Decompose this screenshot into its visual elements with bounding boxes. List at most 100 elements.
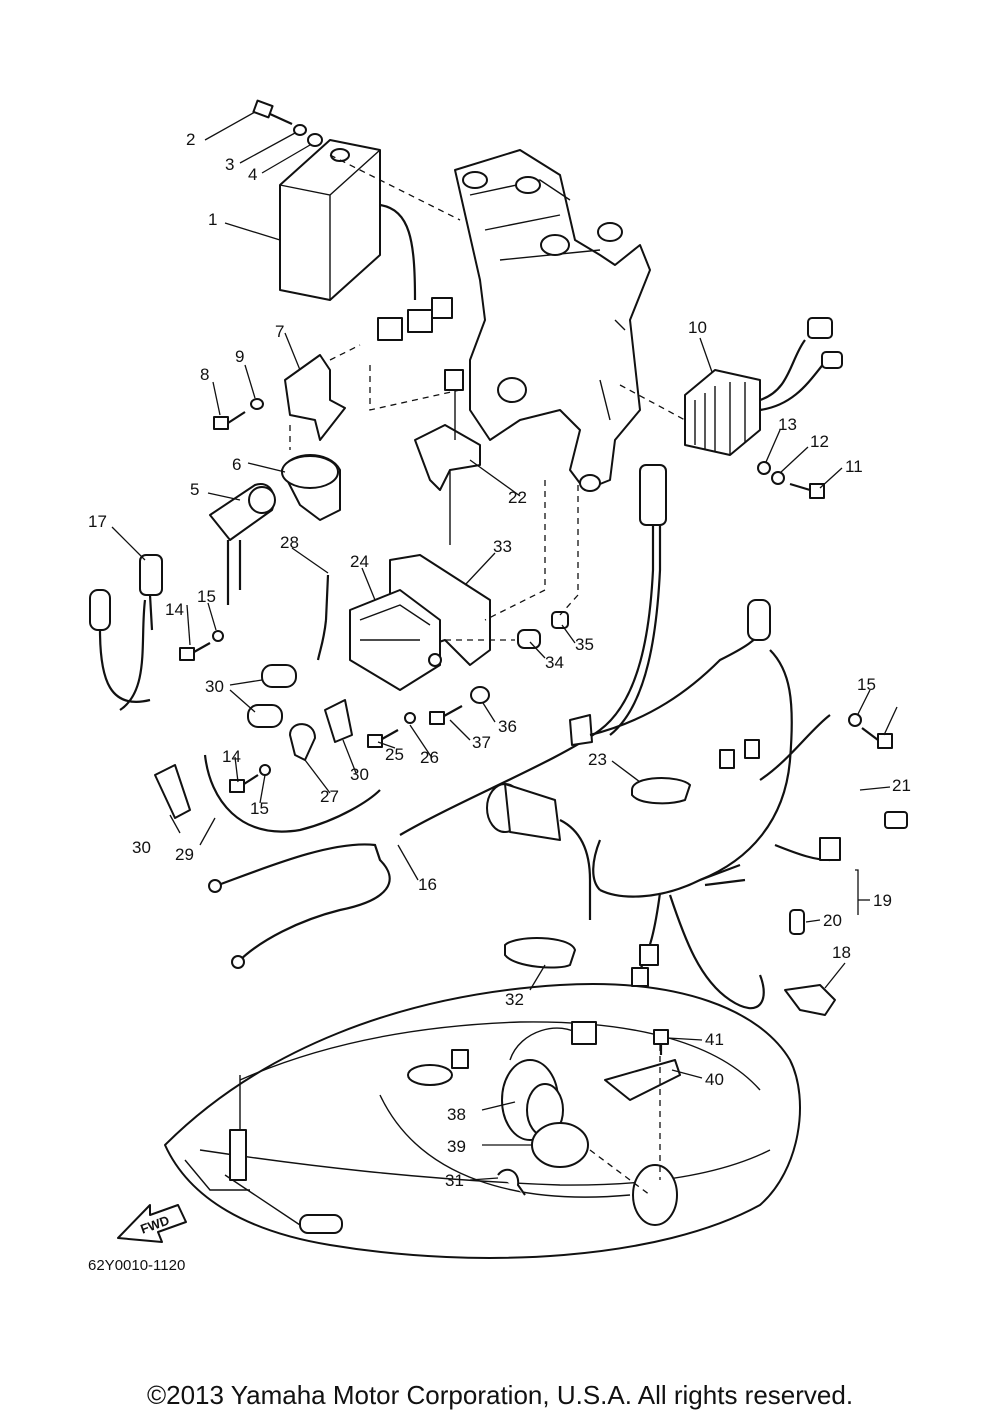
bracket-40 <box>604 1059 681 1101</box>
label-part-28: 28 <box>280 533 299 552</box>
clamp-22 <box>414 369 481 545</box>
label-part-7: 7 <box>275 322 284 341</box>
label-part-4: 4 <box>248 165 257 184</box>
washer-36 <box>470 686 490 704</box>
label-part-5: 5 <box>190 480 199 499</box>
label-part-31: 31 <box>445 1171 464 1190</box>
label-part-38: 38 <box>447 1105 466 1124</box>
clamp-27 <box>289 723 316 761</box>
label-part-15-c: 15 <box>857 675 876 694</box>
grommet-34 <box>517 629 541 649</box>
cap-30-c <box>324 699 353 743</box>
bolt-8 <box>213 411 246 430</box>
lead-28 <box>316 574 330 661</box>
cap-17 <box>89 554 163 711</box>
engine-bracket <box>454 149 651 492</box>
washer-9 <box>250 398 264 410</box>
label-part-25: 25 <box>385 745 404 764</box>
terminal-block-24 <box>349 589 442 691</box>
bracket-7 <box>284 354 346 441</box>
connector-21 <box>884 811 908 829</box>
label-part-35: 35 <box>575 635 594 654</box>
bolt-25 <box>367 729 399 748</box>
bolt-41 <box>653 1029 669 1055</box>
label-part-2: 2 <box>186 130 195 149</box>
bolt-37 <box>429 705 463 725</box>
label-part-14-a: 14 <box>165 600 184 619</box>
bolt-14-b <box>229 774 259 793</box>
label-part-21: 21 <box>892 776 911 795</box>
cap-30-d <box>154 764 191 819</box>
label-part-27: 27 <box>320 787 339 806</box>
washer-4 <box>307 133 323 147</box>
label-part-41: 41 <box>705 1030 724 1049</box>
fwd-arrow: FWD <box>117 1204 187 1243</box>
label-part-36: 36 <box>498 717 517 736</box>
leader-lines <box>111 111 898 1181</box>
label-part-33: 33 <box>493 537 512 556</box>
label-part-30-a: 30 <box>205 677 224 696</box>
bolt-2 <box>252 99 293 126</box>
label-part-9: 9 <box>235 347 244 366</box>
label-part-37: 37 <box>472 733 491 752</box>
label-part-20: 20 <box>823 911 842 930</box>
relay-holder-6 <box>281 454 341 521</box>
part-labels: 1 2 3 4 5 6 7 8 9 10 11 12 13 14 14 15 1… <box>88 130 911 1190</box>
label-part-30-c: 30 <box>132 838 151 857</box>
wire-harness-19 <box>399 464 841 1010</box>
label-part-11: 11 <box>845 457 863 476</box>
bolt-14-a <box>179 642 211 661</box>
clip-31 <box>497 1168 526 1196</box>
label-part-40: 40 <box>705 1070 724 1089</box>
cable-29 <box>203 754 381 833</box>
band-32 <box>504 937 576 969</box>
o-ring-39 <box>531 1122 589 1168</box>
band-23 <box>631 777 691 805</box>
label-part-22: 22 <box>508 488 527 507</box>
washer-26 <box>404 712 416 724</box>
label-part-6: 6 <box>232 455 241 474</box>
label-part-30-b: 30 <box>350 765 369 784</box>
washer-15-b <box>259 764 271 776</box>
label-part-13: 13 <box>778 415 797 434</box>
label-part-17: 17 <box>88 512 107 531</box>
starter-relay-5 <box>209 483 276 605</box>
cdi-unit <box>279 139 453 341</box>
label-part-14-b: 14 <box>222 747 241 766</box>
copyright-notice: ©2013 Yamaha Motor Corporation, U.S.A. A… <box>146 1380 854 1410</box>
bolt-11 <box>789 482 825 499</box>
collar-35 <box>551 611 569 629</box>
label-part-24: 24 <box>350 552 369 571</box>
grommet-38 <box>501 1021 597 1141</box>
battery-cable-16 <box>209 843 391 963</box>
washer-12 <box>771 471 785 485</box>
label-part-1: 1 <box>208 210 217 229</box>
main-harness-connector <box>486 783 592 920</box>
label-part-10: 10 <box>688 318 707 337</box>
rectifier-regulator-10 <box>684 317 843 456</box>
cap-30-b <box>247 704 283 728</box>
fuse-holder-18 <box>784 984 836 1016</box>
label-part-15-a: 15 <box>197 587 216 606</box>
washer-15-a <box>212 630 224 642</box>
washer-13 <box>757 461 771 475</box>
cap-30-a <box>261 664 297 688</box>
label-part-12: 12 <box>810 432 829 451</box>
fuse-20 <box>789 909 805 935</box>
label-part-34: 34 <box>545 653 564 672</box>
washer-15-c <box>848 713 862 727</box>
washer-3 <box>293 124 307 136</box>
label-part-32: 32 <box>505 990 524 1009</box>
label-part-8: 8 <box>200 365 209 384</box>
bottom-cowling <box>164 983 801 1259</box>
label-part-19: 19 <box>873 891 892 910</box>
bolt-14-c <box>861 727 893 749</box>
label-part-26: 26 <box>420 748 439 767</box>
label-part-23: 23 <box>588 750 607 769</box>
label-part-29: 29 <box>175 845 194 864</box>
diagram-code: 62Y0010-1120 <box>88 1257 186 1274</box>
label-part-15-b: 15 <box>250 799 269 818</box>
label-part-18: 18 <box>832 943 851 962</box>
label-part-39: 39 <box>447 1137 466 1156</box>
